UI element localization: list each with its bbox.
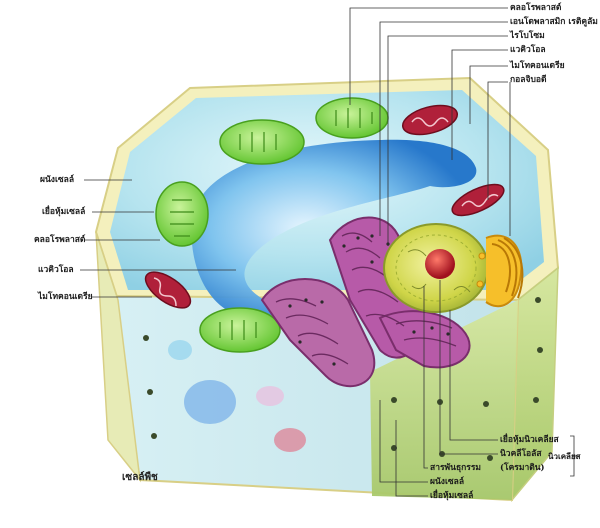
label-chloroplast-top: คลอโรพลาสต์	[510, 3, 561, 13]
label-ribosome: ไรโบโซม	[510, 31, 545, 41]
label-vacuole-left: แวคิวโอล	[38, 265, 74, 275]
chloroplast-2	[316, 98, 388, 138]
label-endoplasmic-reticulum: เอนโดพลาสมิก เรติคูลัม	[510, 17, 598, 27]
chloroplast-4	[200, 308, 280, 352]
label-mitochondria-left: ไมโทคอนเดรีย	[38, 292, 93, 302]
label-nuclear-membrane: เยื่อหุ้มนิวเคลียส	[500, 435, 559, 445]
nucleus	[384, 224, 488, 312]
label-cell-membrane-left: เยื่อหุ้มเซลล์	[42, 207, 85, 217]
diagram-caption: เซลล์พืช	[122, 470, 158, 485]
nucleolus	[425, 249, 455, 279]
label-chromatin: (โครมาติน)	[500, 463, 545, 473]
label-chloroplast-left: คลอโรพลาสต์	[34, 235, 85, 245]
front-vesicle-3	[274, 428, 306, 452]
label-nucleolus: นิวคลีโอลัส	[500, 449, 542, 459]
label-cell-wall-bottom: ผนังเซลล์	[430, 477, 464, 487]
label-genetic-material: สารพันธุกรรม	[430, 463, 481, 473]
label-cell-membrane-bottom: เยื่อหุ้มเซลล์	[430, 491, 473, 501]
front-vesicle-4	[256, 386, 284, 406]
label-cell-wall-left: ผนังเซลล์	[40, 175, 74, 185]
label-mitochondria-top: ไมโทคอนเดรีย	[510, 61, 565, 71]
label-nucleus-group: นิวเคลียส	[548, 451, 581, 461]
front-vesicle-1	[184, 380, 236, 424]
label-vacuole-top: แวคิวโอล	[510, 45, 546, 55]
chloroplast-1	[220, 120, 304, 164]
front-vesicle-2	[168, 340, 192, 360]
label-golgi-body: กอลจิบอดี	[510, 75, 546, 85]
